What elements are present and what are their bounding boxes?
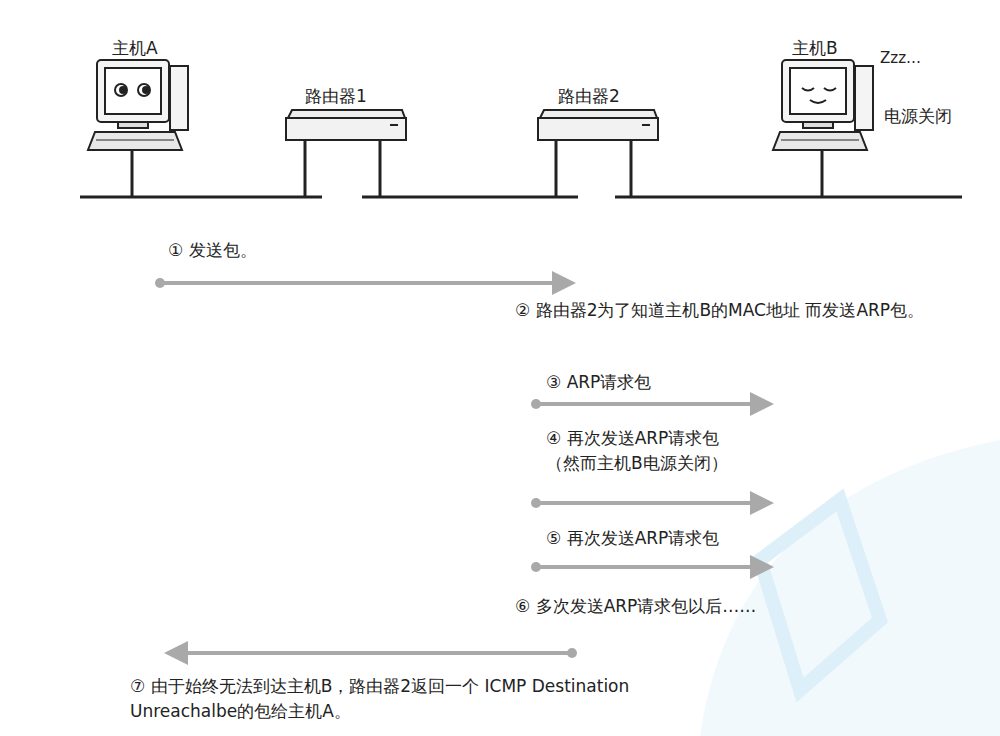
host-a-computer (88, 60, 188, 197)
step-note: ④ 再次发送ARP请求包 （然而主机B电源关闭） (546, 426, 786, 476)
watermark (700, 440, 1000, 736)
router-label: 路由器1 (305, 84, 367, 109)
router-2 (538, 110, 658, 197)
step-note: ⑦ 由于始终无法到达主机B，路由器2返回一个 ICMP Destination … (130, 674, 630, 724)
step-note: ⑥ 多次发送ARP请求包以后…… (515, 594, 756, 619)
step-note: ① 发送包。 (168, 238, 257, 263)
power-note: 电源关闭 (884, 104, 952, 129)
router-label: 路由器2 (558, 84, 620, 109)
host-label: 主机A (112, 36, 158, 61)
host-label: 主机B (792, 36, 838, 61)
step-note: ② 路由器2为了知道主机B的MAC地址 而发送ARP包。 (515, 298, 925, 323)
step-note: ③ ARP请求包 (546, 370, 651, 395)
router-1 (286, 110, 406, 197)
sleep-note: Zzz… (880, 46, 921, 71)
network-line (80, 196, 962, 199)
host-b-computer (773, 60, 873, 197)
step-note: ⑤ 再次发送ARP请求包 (546, 526, 719, 551)
